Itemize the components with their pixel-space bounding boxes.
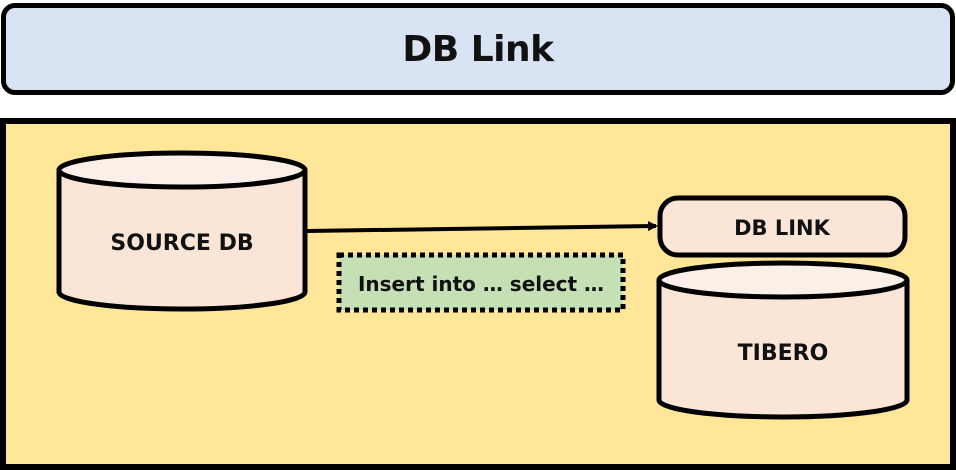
source-db-cylinder: SOURCE DB <box>56 150 308 312</box>
query-note-box <box>336 252 626 313</box>
tibero-cylinder: TIBERO <box>656 260 910 420</box>
db-link-node: DB LINK <box>657 195 908 258</box>
tibero-body <box>656 280 910 420</box>
tibero-label: TIBERO <box>738 341 829 366</box>
query-note-label: Insert into … select … <box>358 272 604 296</box>
query-note: Insert into … select … <box>336 252 626 313</box>
db-link-label: DB LINK <box>734 216 831 240</box>
link-arrow <box>306 221 658 233</box>
tibero-top <box>656 260 910 300</box>
db-link-box <box>657 195 908 258</box>
source-db-top <box>56 150 308 190</box>
page-title: DB Link <box>402 28 554 70</box>
title-banner: DB Link <box>1 3 955 95</box>
source-db-body <box>56 170 308 312</box>
source-db-label: SOURCE DB <box>110 231 253 256</box>
